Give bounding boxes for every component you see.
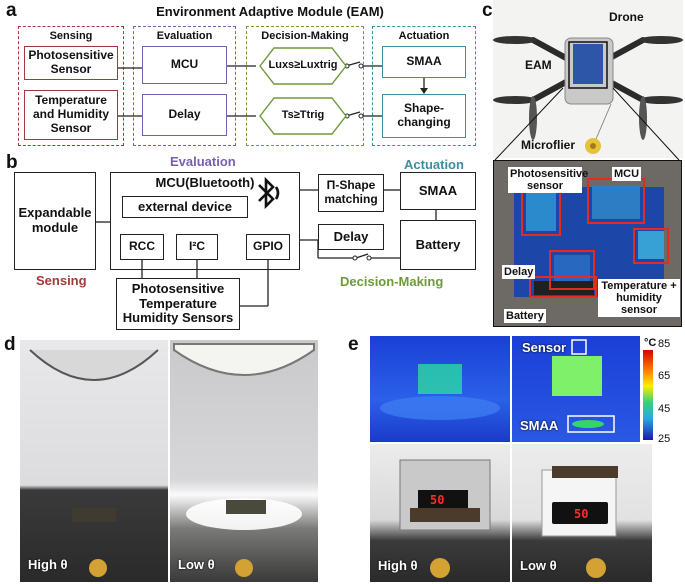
sensing-group (18, 26, 124, 146)
lux-condition-label: Luxs≥Luxtrig (268, 59, 338, 71)
temp-humidity-sensor-box: Temperature and Humidity Sensor (24, 90, 118, 140)
panel-e-letter: e (348, 334, 359, 355)
sensor-label: Sensor (522, 340, 567, 355)
eam-label: EAM (525, 58, 552, 72)
heater-high-theta-photo: 50 High θ (370, 444, 510, 582)
decision-group-title: Decision-Making (261, 30, 349, 42)
e-smaa-label: SMAA (520, 418, 559, 433)
panel-a-connectors (118, 47, 428, 135)
pi-shape-box: Π-Shape matching (318, 174, 384, 212)
zoom-lines (494, 87, 680, 161)
shape-changing-box: Shape-changing (382, 94, 466, 138)
temp-unit-label: °C (644, 337, 657, 349)
eam-board-photo: Photosensitive sensor MCU Delay Temperat… (493, 160, 682, 327)
b-smaa-box: SMAA (400, 172, 476, 210)
microflier-label: Microflier (521, 138, 576, 152)
photosensitive-sensor-box: Photosensitive Sensor (24, 46, 118, 80)
actuation-group (372, 26, 476, 146)
d-low-theta-label: Low θ (178, 557, 215, 572)
delay-box: Delay (142, 94, 227, 136)
expandable-module-box: Expandable module (14, 172, 96, 270)
thermal-right-image: Sensor SMAA (512, 336, 640, 442)
b-sensing-label: Sensing (36, 273, 87, 288)
battery-box: Battery (400, 220, 476, 270)
display-right: 50 (574, 507, 589, 521)
rcc-box: RCC (120, 234, 164, 260)
battery-label: Battery (504, 309, 546, 324)
temp-condition-diamond (259, 97, 347, 135)
evaluation-group (133, 26, 236, 146)
bluetooth-icon (256, 176, 282, 215)
i2c-box: I²C (176, 234, 218, 260)
e-low-theta-label: Low θ (520, 558, 557, 573)
panel-d-letter: d (4, 334, 16, 355)
heater-low-theta-photo: 50 Low θ (512, 444, 652, 582)
mcu-box: MCU (142, 46, 227, 84)
display-left: 50 (430, 493, 445, 507)
panel-c-letter: c (482, 0, 493, 21)
temp-humidity-label: Temperature + humidity sensor (598, 279, 680, 318)
gpio-box: GPIO (246, 234, 290, 260)
sensing-group-title: Sensing (49, 30, 93, 42)
scale-85: 85 (658, 338, 671, 350)
b-actuation-label: Actuation (404, 157, 464, 172)
scale-45: 45 (658, 403, 671, 415)
lux-condition-diamond (259, 47, 347, 85)
eam-title: Environment Adaptive Module (EAM) (156, 4, 384, 19)
drone-label: Drone (609, 10, 644, 24)
actuation-group-title: Actuation (398, 30, 450, 42)
b-decision-label: Decision-Making (340, 274, 444, 289)
high-theta-photo: High θ (20, 340, 168, 582)
e-high-theta-label: High θ (378, 558, 418, 573)
smaa-box: SMAA (382, 46, 466, 78)
temperature-colorbar (643, 350, 653, 440)
external-device-box: external device (122, 196, 248, 218)
drone-photo: Drone EAM Microflier (493, 0, 683, 158)
b-delay-box: Delay (318, 224, 384, 250)
drone-illustration (493, 36, 683, 154)
d-high-theta-label: High θ (28, 557, 68, 572)
mcu-bluetooth-label: MCU(Bluetooth) (155, 175, 255, 190)
delay-label: Delay (502, 265, 536, 280)
sensors-box: Photosensitive Temperature Humidity Sens… (116, 278, 240, 330)
panel-b-letter: b (6, 152, 18, 173)
panel-a-letter: a (6, 0, 17, 21)
decision-group (246, 26, 364, 146)
thermal-left-image (370, 336, 510, 442)
panel-b-connectors (96, 189, 437, 307)
low-theta-photo: Low θ (170, 340, 318, 582)
temp-condition-label: Ts≥Ttrig (281, 109, 325, 121)
evaluation-group-title: Evaluation (156, 30, 213, 42)
mcu-label: MCU (612, 167, 642, 182)
scale-25: 25 (658, 433, 671, 445)
b-evaluation-label: Evaluation (170, 154, 236, 169)
photosensitive-sensor-label: Photosensitive sensor (508, 167, 589, 194)
scale-65: 65 (658, 370, 671, 382)
